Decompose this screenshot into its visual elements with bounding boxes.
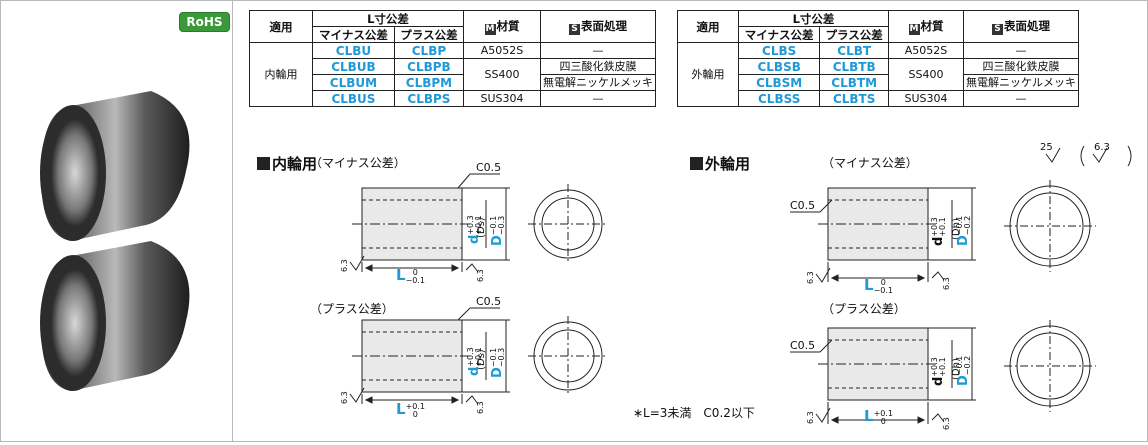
roughness-marks [349,145,1132,423]
material-cell: SUS304 [463,90,541,107]
roughness-label: 6.3 [340,391,349,404]
chamfer-leaders [457,173,833,353]
m-icon: M [908,23,920,35]
roughness-value-b: 6.3 [1094,142,1110,153]
outer-plus-label: （プラス公差） [822,302,906,316]
inner-section-title: 内輪用 [257,153,317,174]
m-icon: M [484,23,496,35]
surface-cell: 四三酸化鉄皮膜 [963,58,1079,75]
outer-plus-side-view [818,327,976,424]
part-code: CLBS [737,42,821,59]
roughness-label: 6.3 [806,271,815,284]
chamfer-label: C0.5 [790,199,816,212]
bushing-lower [40,241,190,391]
material-cell: SUS304 [888,90,964,107]
material-cell: SS400 [888,58,964,91]
inner-plus-end-view [528,316,608,396]
col-minus: マイナス公差 [312,26,395,43]
surface-cell: — [963,90,1079,107]
footnote: ∗L=3未満 C0.2以下 [633,406,755,420]
bushing-photo [40,91,190,391]
part-code: CLBUM [312,74,395,91]
col-plus: プラス公差 [393,26,465,43]
product-photo-panel: RoHS [1,1,233,441]
outer-minus-end-view [1004,180,1096,272]
roughness-label: 6.3 [942,277,951,290]
roughness-label: 6.3 [340,259,349,272]
inner-minus-ds: (Ds) [476,217,487,238]
chamfer-label: C0.5 [476,295,502,308]
inner-minus-end-view [528,184,608,264]
material-cell: A5052S [463,42,541,59]
inner-minus-label: （マイナス公差） [310,156,406,170]
part-code: CLBSB [737,58,821,75]
roughness-label: 6.3 [476,401,485,414]
inner-minus-side-view [352,187,510,272]
rohs-badge: RoHS [179,12,230,32]
chamfer-label: C0.5 [790,339,816,352]
inner-group: 内輪用 [249,42,313,107]
black-square-icon [690,157,703,170]
outer-plus-d-dim: d+0.3+0.1 [930,357,947,386]
outer-minus-label: （マイナス公差） [822,156,918,170]
outer-section-title: 外輪用 [690,153,750,174]
inner-plus-label: （プラス公差） [310,302,394,316]
s-icon: S [992,23,1003,35]
inner-plus-ds: (Ds) [476,349,487,370]
part-code: CLBPB [393,58,465,75]
outer-minus-side-view [818,187,976,282]
chamfer-label: C0.5 [476,161,502,174]
part-code: CLBUS [312,90,395,107]
outer-group: 外輪用 [677,42,739,107]
s-icon: S [569,23,580,35]
inner-plus-D-dim: D−0.1−0.3 [489,347,506,378]
black-square-icon [257,157,270,170]
roughness-label: 6.3 [476,269,485,282]
outer-minus-D-dim: D−0.1−0.2 [955,215,972,246]
outer-plus-end-view [1004,320,1096,412]
part-code: CLBPS [393,90,465,107]
bushing-upper [40,91,190,241]
inner-minus-D-dim: D−0.1−0.3 [489,215,506,246]
part-code: CLBSS [737,90,821,107]
inner-plus-side-view [352,319,510,404]
outer-plus-D-dim: D−0.1−0.2 [955,355,972,386]
col-apply: 適用 [677,10,739,43]
outer-minus-d-dim: d+0.3+0.1 [930,217,947,246]
surface-cell: — [540,90,656,107]
col-plus: プラス公差 [819,26,889,43]
col-minus: マイナス公差 [737,26,821,43]
material-cell: SS400 [463,58,541,91]
roughness-value-a: 25 [1040,142,1053,153]
roughness-label: 6.3 [806,411,815,424]
roughness-label: 6.3 [942,417,951,430]
material-cell: A5052S [888,42,964,59]
